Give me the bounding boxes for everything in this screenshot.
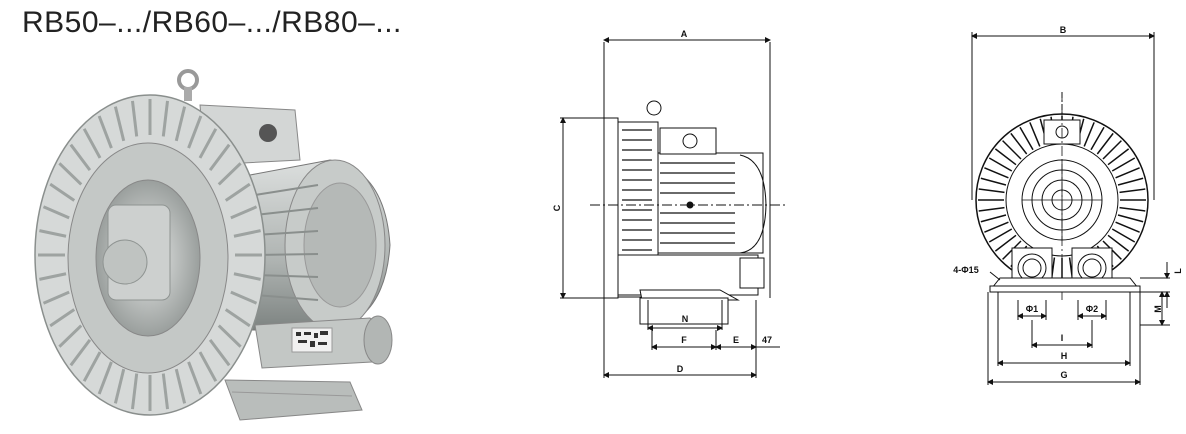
housing-fin — [39, 272, 67, 281]
housing-fin — [174, 106, 187, 142]
front-fin — [1111, 157, 1136, 172]
housing-fin — [69, 143, 92, 172]
front-fin — [980, 214, 1007, 223]
front-fin — [1119, 206, 1146, 212]
front-fin — [1119, 188, 1146, 194]
housing-fin — [224, 308, 251, 328]
housing-fin — [39, 229, 67, 238]
housing-fin — [187, 361, 203, 395]
housing-fin — [113, 106, 126, 142]
housing-fin — [174, 368, 187, 404]
front-fin — [1115, 167, 1140, 179]
housing-fin — [69, 338, 92, 367]
front-fin — [1107, 234, 1130, 252]
dim-phi1-label: Φ1 — [1026, 304, 1038, 314]
housing-fin — [208, 143, 231, 172]
blower-photo — [34, 69, 393, 421]
housing-fin — [161, 373, 170, 410]
housing-fin — [224, 182, 251, 202]
front-fin — [994, 234, 1017, 252]
side-view-drawing — [560, 37, 785, 378]
front-fin — [1083, 122, 1095, 147]
housing-fin — [198, 351, 218, 382]
front-fin — [1019, 126, 1034, 151]
housing-fin — [58, 324, 83, 348]
dim-l-label: L — [1173, 268, 1183, 274]
dim-47-label: 47 — [762, 335, 772, 345]
housing-fin — [82, 128, 102, 159]
dim-f-label: F — [681, 335, 687, 345]
front-fin — [978, 206, 1005, 212]
housing-fin — [49, 182, 76, 202]
front-fin — [1117, 177, 1144, 186]
housing-fin — [130, 373, 139, 410]
housing-fin — [97, 361, 113, 395]
housing-fin — [82, 351, 102, 382]
front-fin — [1107, 148, 1130, 166]
front-fin — [1115, 221, 1140, 233]
front-fin — [978, 188, 1005, 194]
housing-fin — [49, 308, 76, 328]
housing-fin — [130, 100, 139, 137]
front-fin — [984, 167, 1009, 179]
housing-fin — [233, 229, 261, 238]
housing-fin — [42, 290, 70, 305]
dim-d-label: D — [677, 364, 684, 374]
dim-b-label: B — [1060, 25, 1067, 35]
housing-fin — [42, 205, 70, 220]
housing-fin — [161, 100, 170, 137]
housing-fin — [97, 115, 113, 149]
front-fin — [1002, 140, 1022, 160]
housing-fin — [198, 128, 218, 159]
dim-h-label: H — [1061, 351, 1068, 361]
housing-fin — [187, 115, 203, 149]
front-fin — [1111, 228, 1136, 243]
front-fin — [1029, 122, 1041, 147]
front-fin — [988, 228, 1013, 243]
front-fin — [988, 157, 1013, 172]
housing-fin — [58, 162, 83, 186]
dim-e-label: E — [733, 335, 739, 345]
dim-a-label: A — [681, 29, 688, 39]
front-fin — [1090, 126, 1105, 151]
front-fin — [984, 221, 1009, 233]
housing-fin — [208, 338, 231, 367]
dim-m-label: M — [1153, 305, 1163, 313]
dim-n-label: N — [682, 314, 689, 324]
front-fin — [1010, 132, 1028, 155]
front-fin — [980, 177, 1007, 186]
dim-i-label: I — [1061, 333, 1064, 343]
product-title: RB50–.../RB60–.../RB80–... — [22, 6, 402, 39]
housing-fin — [233, 272, 261, 281]
front-fin — [994, 148, 1017, 166]
housing-fin — [230, 205, 258, 220]
dim-phi2-label: Φ2 — [1086, 304, 1098, 314]
dim-c-label: C — [552, 204, 562, 211]
front-fin — [1096, 132, 1114, 155]
front-fin — [1117, 214, 1144, 223]
front-view-drawing — [971, 32, 1170, 385]
housing-fin — [217, 324, 242, 348]
housing-fin — [113, 368, 126, 404]
dim-g-label: G — [1060, 370, 1067, 380]
dim-hole-label: 4-Φ15 — [953, 265, 978, 275]
housing-fin — [217, 162, 242, 186]
housing-fin — [230, 290, 258, 305]
front-fin — [1102, 140, 1122, 160]
